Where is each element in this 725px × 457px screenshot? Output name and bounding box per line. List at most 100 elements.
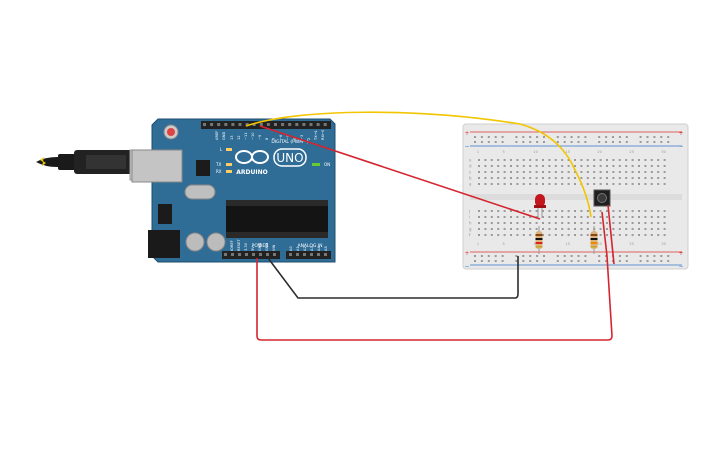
header-pin[interactable] [310, 253, 313, 256]
header-pin[interactable] [273, 253, 276, 256]
breadboard-hole [606, 159, 608, 161]
header-pin[interactable] [296, 253, 299, 256]
header-pin[interactable] [281, 123, 285, 126]
header-pin[interactable] [302, 123, 306, 126]
header-pin[interactable] [303, 253, 306, 256]
header-pin[interactable] [274, 123, 277, 126]
header-pin[interactable] [252, 253, 255, 256]
rail-hole [577, 136, 580, 138]
breadboard-hole [631, 234, 634, 236]
header-pin[interactable] [224, 123, 228, 126]
rail-hole [536, 260, 539, 262]
header-pin[interactable] [231, 253, 234, 256]
breadboard-hole [503, 171, 506, 173]
rail-hole [653, 141, 656, 143]
header-pin[interactable] [324, 253, 327, 256]
breadboard-hole [650, 171, 653, 173]
digital-header [201, 121, 331, 129]
breadboard-hole [650, 159, 653, 161]
header-pin[interactable] [252, 123, 256, 126]
row-letter: d [469, 164, 472, 169]
breadboard-hole [612, 234, 615, 236]
breadboard-hole [599, 183, 602, 185]
rail-hole [584, 141, 587, 143]
column-number: 5 [502, 242, 504, 246]
breadboard-hole [516, 216, 519, 218]
pin-label: 13 [230, 135, 234, 140]
pin-label: A0 [289, 246, 293, 251]
ground-wire-black[interactable] [267, 256, 519, 299]
header-pin[interactable] [259, 123, 263, 126]
led-wire-red[interactable] [259, 125, 541, 220]
button-resistor [590, 226, 598, 254]
push-button[interactable] [593, 189, 611, 207]
rail-hole [494, 260, 497, 262]
header-pin[interactable] [323, 123, 327, 126]
breadboard-hole [606, 234, 608, 236]
breadboard-hole [548, 234, 551, 236]
breadboard-hole [542, 222, 544, 224]
header-pin[interactable] [316, 123, 320, 126]
power-header [222, 251, 280, 259]
header-pin[interactable] [288, 123, 292, 126]
breadboard-hole [606, 171, 608, 173]
header-pin[interactable] [289, 253, 292, 256]
rail-hole [494, 141, 497, 143]
breadboard-hole [574, 177, 576, 179]
header-pin[interactable] [203, 123, 206, 126]
breadboard-hole [497, 165, 500, 167]
breadboard-hole [529, 234, 532, 236]
breadboard-hole [522, 216, 525, 218]
breadboard-hole [490, 222, 493, 224]
breadboard-hole [663, 210, 666, 212]
header-pin[interactable] [231, 123, 235, 126]
rail-hole [501, 136, 504, 138]
breadboard-hole [593, 183, 596, 185]
rail-sign: + [464, 250, 469, 257]
breadboard-hole [599, 159, 602, 161]
header-pin[interactable] [295, 123, 299, 126]
rail-hole [667, 255, 670, 257]
header-pin[interactable] [266, 253, 269, 256]
header-pin[interactable] [259, 253, 262, 256]
breadboard-hole [484, 183, 487, 185]
row-letter: c [469, 170, 471, 175]
model-label: UNO [276, 151, 303, 165]
breadboard-hole [516, 183, 519, 185]
breadboard-hole [516, 234, 519, 236]
breadboard-hole [657, 171, 660, 173]
breadboard-hole [586, 222, 589, 224]
breadboard-hole [478, 216, 480, 218]
breadboard-hole [503, 165, 506, 167]
power-label: POWER [252, 243, 269, 249]
arduino-logo [235, 150, 269, 164]
power-wire-red[interactable] [256, 204, 615, 341]
breadboard-hole [567, 228, 570, 230]
breadboard-hole [548, 159, 551, 161]
tx-label: TX [215, 162, 221, 167]
pin-label: ~10 [251, 132, 255, 140]
signal-wire-yellow[interactable] [245, 111, 592, 218]
breadboard-hole [554, 216, 557, 218]
header-pin[interactable] [245, 253, 248, 256]
breadboard-hole [663, 234, 666, 236]
header-pin[interactable] [309, 123, 313, 126]
breadboard-hole [561, 177, 564, 179]
breadboard-hole [561, 216, 564, 218]
reset-button[interactable] [167, 128, 175, 136]
breadboard-hole [606, 183, 608, 185]
header-pin[interactable] [238, 123, 242, 126]
header-pin[interactable] [210, 123, 214, 126]
header-pin[interactable] [245, 123, 249, 126]
on-label: ON [324, 162, 330, 167]
header-pin[interactable] [224, 253, 227, 256]
pin-label: ~5 [286, 135, 290, 140]
breadboard-hole [650, 216, 653, 218]
header-pin[interactable] [238, 253, 241, 256]
header-pin[interactable] [317, 253, 320, 256]
header-pin[interactable] [217, 123, 221, 126]
pin-label: AREF [215, 131, 219, 140]
breadboard-hole [567, 216, 570, 218]
rail-hole [501, 260, 504, 262]
header-pin[interactable] [266, 123, 270, 126]
